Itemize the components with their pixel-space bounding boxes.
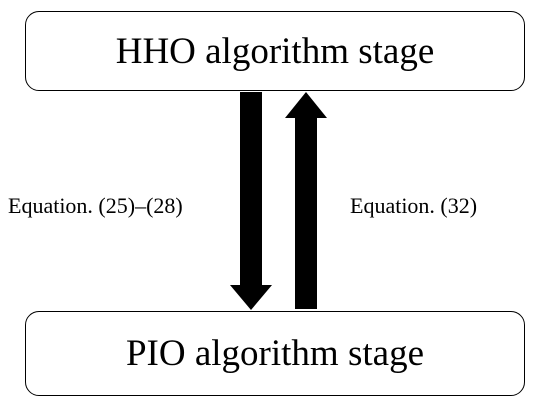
up-arrow	[285, 92, 327, 309]
pio-stage-box: PIO algorithm stage	[25, 311, 525, 396]
up-arrow-equation-label: Equation. (32)	[350, 193, 478, 218]
hho-stage-label: HHO algorithm stage	[115, 30, 435, 72]
down-arrow-equation-label: Equation. (25)–(28)	[8, 193, 183, 218]
hho-stage-box: HHO algorithm stage	[25, 11, 525, 91]
down-arrow	[230, 92, 272, 310]
pio-stage-label: PIO algorithm stage	[125, 333, 424, 374]
